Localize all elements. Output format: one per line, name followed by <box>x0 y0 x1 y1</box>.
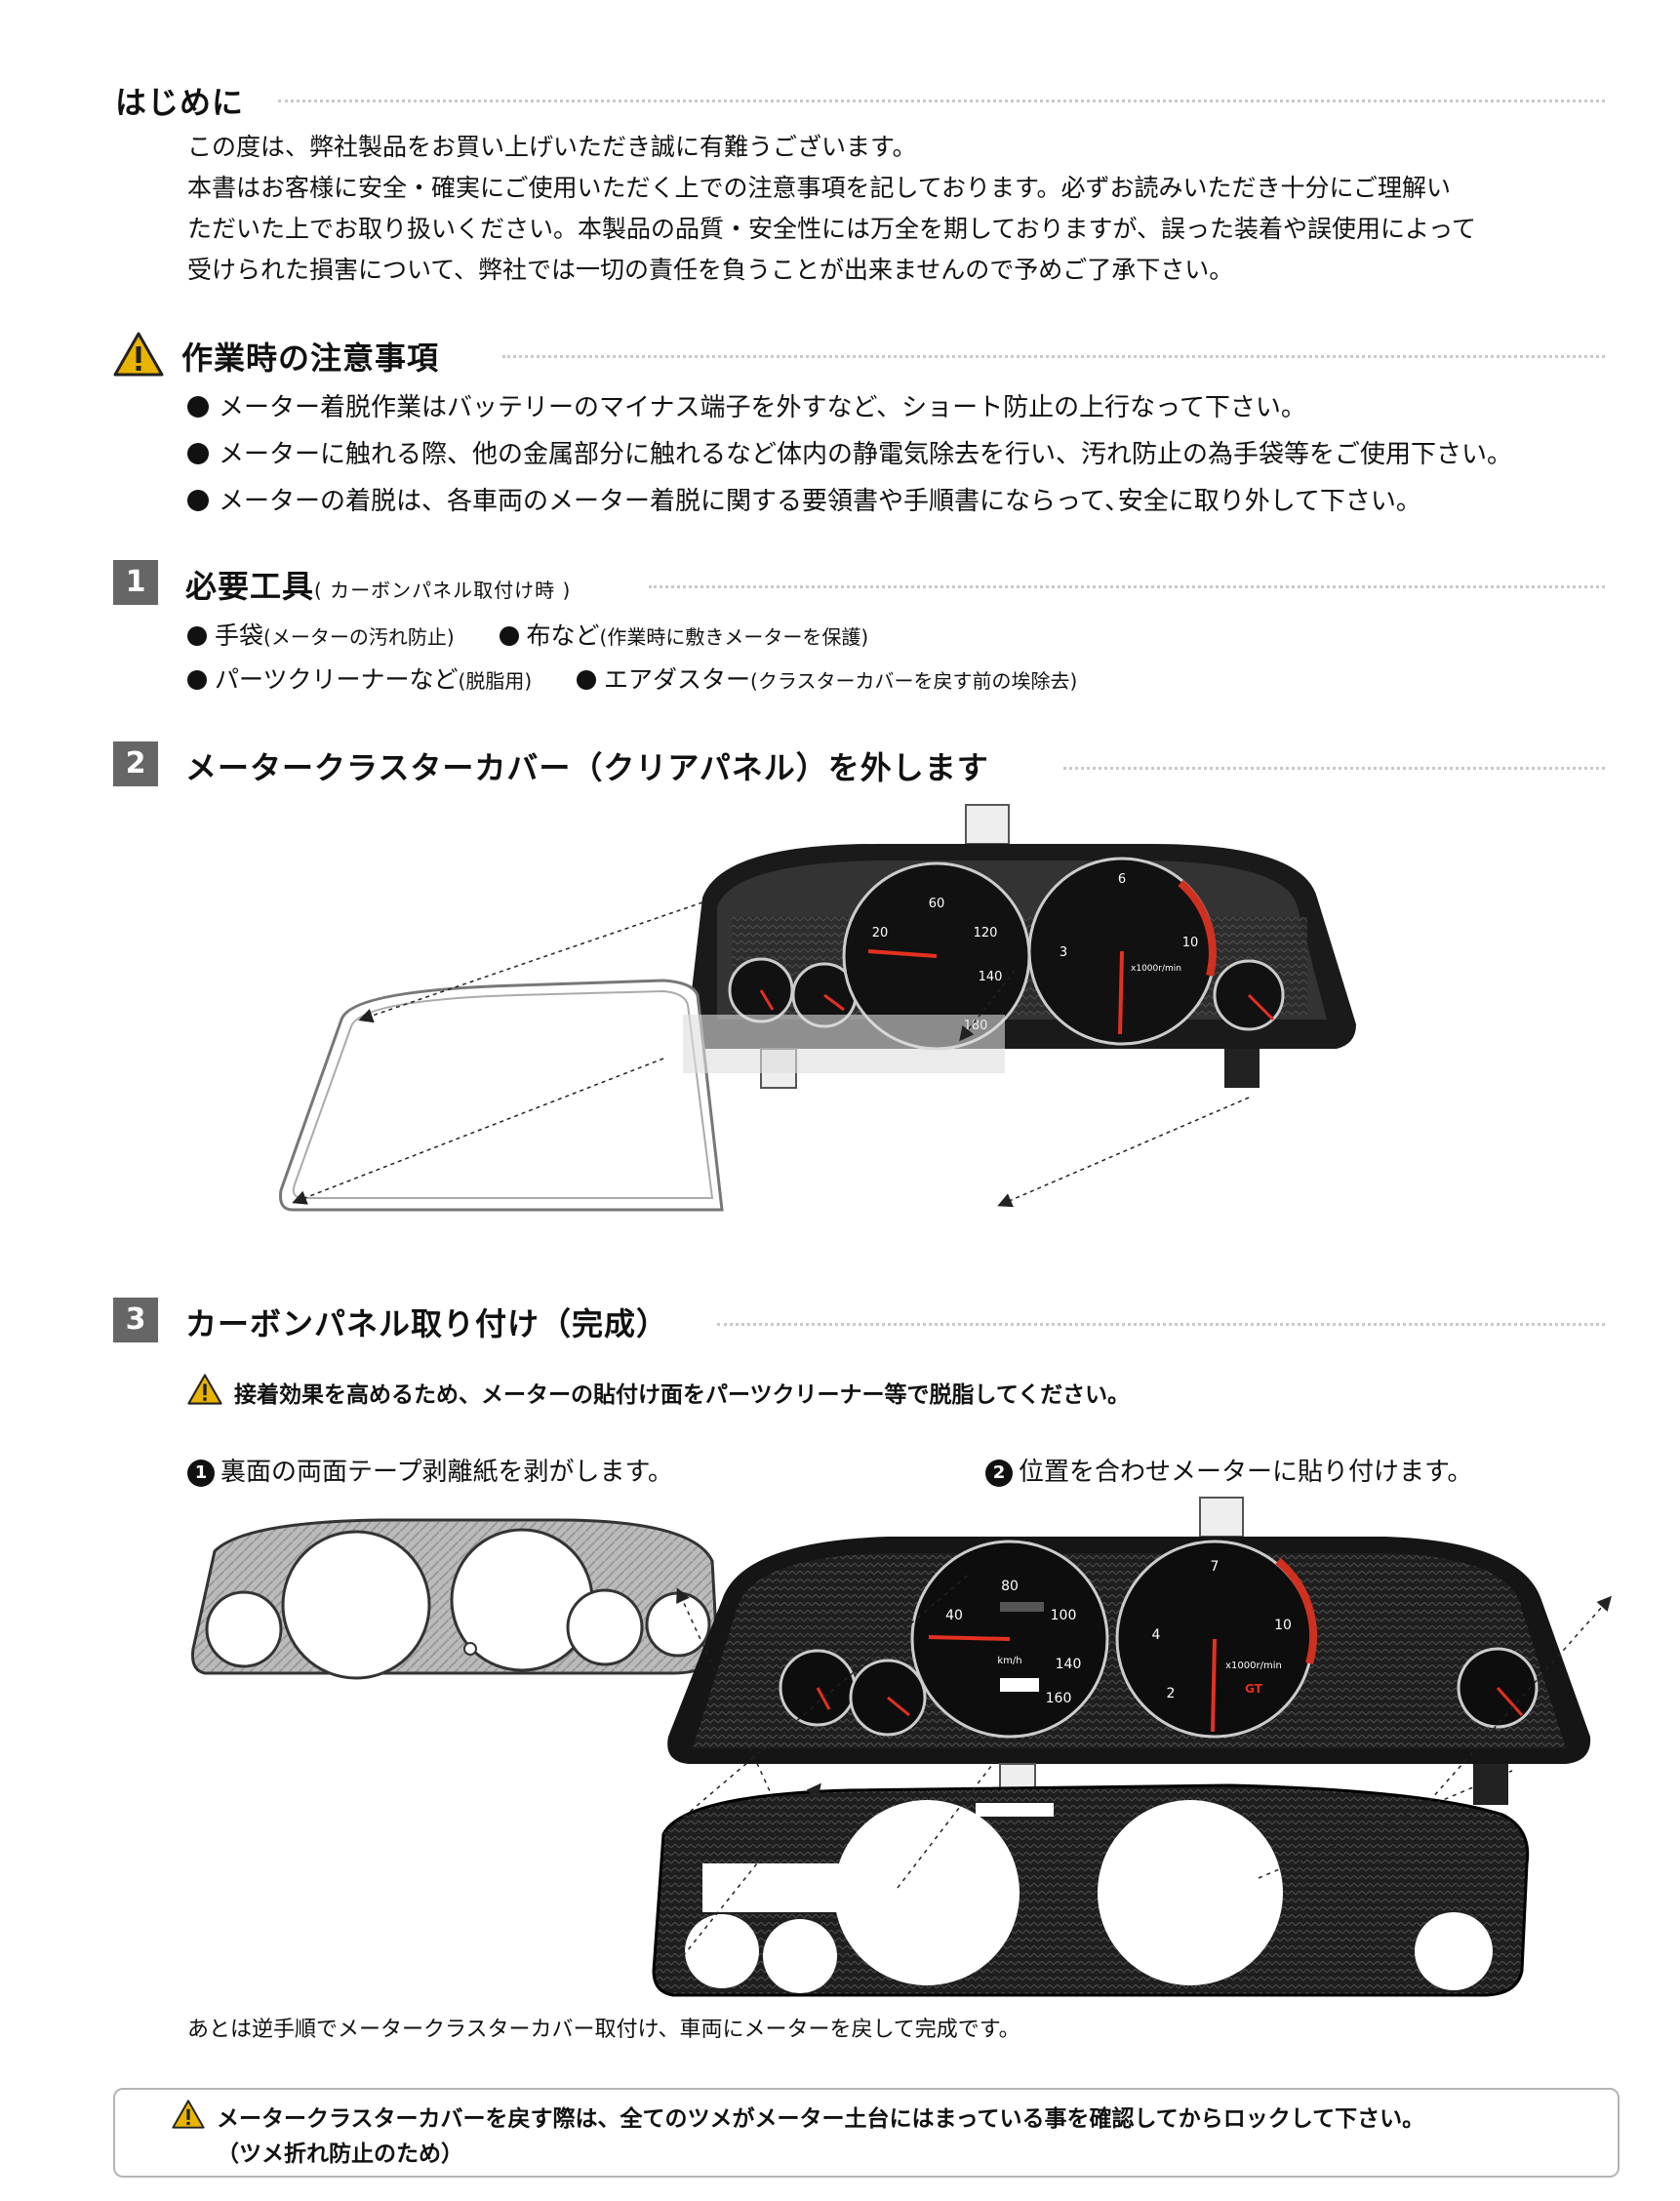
panel-install-illustration: 80 100 40 140 160 km/h 7 10 4 2 x1000r/m… <box>652 1497 1612 1997</box>
tacho-tick: 2 <box>1167 1686 1176 1701</box>
bullet-icon <box>577 670 597 690</box>
caution-item: メーター着脱作業はバッテリーのマイナス端子を外すなど、ショート防止の上行なって下… <box>187 384 1512 431</box>
tools-row: パーツクリーナーなど(脱脂用) エアダスター(クラスターカバーを戻す前の埃除去) <box>187 659 1077 702</box>
caution-item: メーターの着脱は、各車両のメーター着脱に関する要領書や手順書にならって､安全に取… <box>187 478 1512 525</box>
final-warning-line1: メータークラスターカバーを戻す際は、全てのツメがメーター土台にはまっている事を確… <box>217 2106 1425 2132</box>
step-number: 1 <box>187 1460 215 1487</box>
panel-back-illustration <box>191 1518 719 1680</box>
tacho-tick: 3 <box>1060 945 1067 960</box>
step-number: 2 <box>985 1460 1013 1487</box>
intro-line: 本書はお客様に安全・確実にご使用いただく上での注意事項を記しております。必ずお読… <box>187 174 1452 202</box>
tacho-tick: 4 <box>1152 1627 1161 1643</box>
tools-list: 手袋(メーターの汚れ防止) 布など(作業時に敷きメーターを保護) パーツクリーナ… <box>187 615 1077 702</box>
warning-icon <box>187 1374 222 1405</box>
final-warning-line2: （ツメ折れ防止のため） <box>217 2141 463 2167</box>
gt-badge: GT <box>1245 1682 1263 1696</box>
cover-removal-illustration: 60 120 20 140 180 6 10 3 x1000r/min <box>279 804 1356 1212</box>
intro-line: ただいた上でお取り扱いください。本製品の品質・安全性には万全を期しておりますが、… <box>187 215 1477 243</box>
speed-tick: 20 <box>872 926 889 940</box>
speed-tick: 160 <box>1046 1691 1072 1706</box>
speed-tick: 120 <box>974 926 998 940</box>
intro-line: 受けられた損害について、弊社では一切の責任を負うことが出来ませんので予めご了承下… <box>187 256 1234 284</box>
speed-tick: 140 <box>979 970 1003 984</box>
speed-tick: 140 <box>1056 1657 1082 1672</box>
section1-divider <box>649 585 1605 588</box>
intro-title: はじめに <box>115 84 245 121</box>
bullet-icon <box>499 626 519 646</box>
tacho-tick: 7 <box>1211 1559 1220 1575</box>
speed-tick: 60 <box>929 897 945 911</box>
tacho-unit: x1000r/min <box>1131 964 1181 974</box>
bullet-icon <box>187 396 209 418</box>
speed-tick: 80 <box>1001 1579 1019 1594</box>
warning-icon <box>113 332 164 377</box>
warning-icon <box>172 2100 205 2129</box>
section3-title: カーボンパネル取り付け（完成） <box>185 1305 669 1342</box>
caution-list: メーター着脱作業はバッテリーのマイナス端子を外すなど、ショート防止の上行なって下… <box>187 384 1512 525</box>
caution-divider <box>502 355 1605 358</box>
intro-line: この度は、弊社製品をお買い上げいただき誠に有難うございます。 <box>187 133 917 161</box>
speed-tick: 100 <box>1051 1608 1077 1623</box>
section-number: 1 <box>113 560 158 605</box>
intro-divider <box>278 100 1605 102</box>
section1-title: 必要工具( カーボンパネル取付け時 ) <box>185 568 572 605</box>
bullet-icon <box>187 626 207 646</box>
speed-unit: km/h <box>997 1656 1021 1666</box>
bullet-icon <box>187 443 209 464</box>
bullet-icon <box>187 490 209 511</box>
final-warning-box <box>113 2088 1620 2178</box>
degrease-warning: 接着効果を高めるため、メーターの貼付け面をパーツクリーナー等で脱脂してください。 <box>234 1382 1131 1408</box>
tacho-unit: x1000r/min <box>1225 1661 1282 1671</box>
caution-item: メーターに触れる際、他の金属部分に触れるなど体内の静電気除去を行い、汚れ防止の為… <box>187 431 1512 478</box>
section2-divider <box>1063 767 1605 770</box>
tools-row: 手袋(メーターの汚れ防止) 布など(作業時に敷きメーターを保護) <box>187 615 1077 659</box>
caution-title: 作業時の注意事項 <box>181 340 440 377</box>
tacho-tick: 10 <box>1274 1618 1292 1633</box>
tacho-tick: 10 <box>1182 936 1199 950</box>
after-note: あとは逆手順でメータークラスターカバー取付け、車両にメーターを戻して完成です。 <box>187 2018 1020 2042</box>
section3-divider <box>717 1323 1605 1326</box>
section2-title: メータークラスターカバー（クリアパネル）を外します <box>185 749 989 786</box>
bullet-icon <box>187 670 207 690</box>
speed-tick: 40 <box>945 1608 963 1623</box>
tacho-tick: 6 <box>1118 872 1126 887</box>
section-number: 2 <box>113 741 158 786</box>
intro-text: この度は、弊社製品をお買い上げいただき誠に有難うございます。 本書はお客様に安全… <box>187 127 1476 291</box>
section-number: 3 <box>113 1298 158 1342</box>
